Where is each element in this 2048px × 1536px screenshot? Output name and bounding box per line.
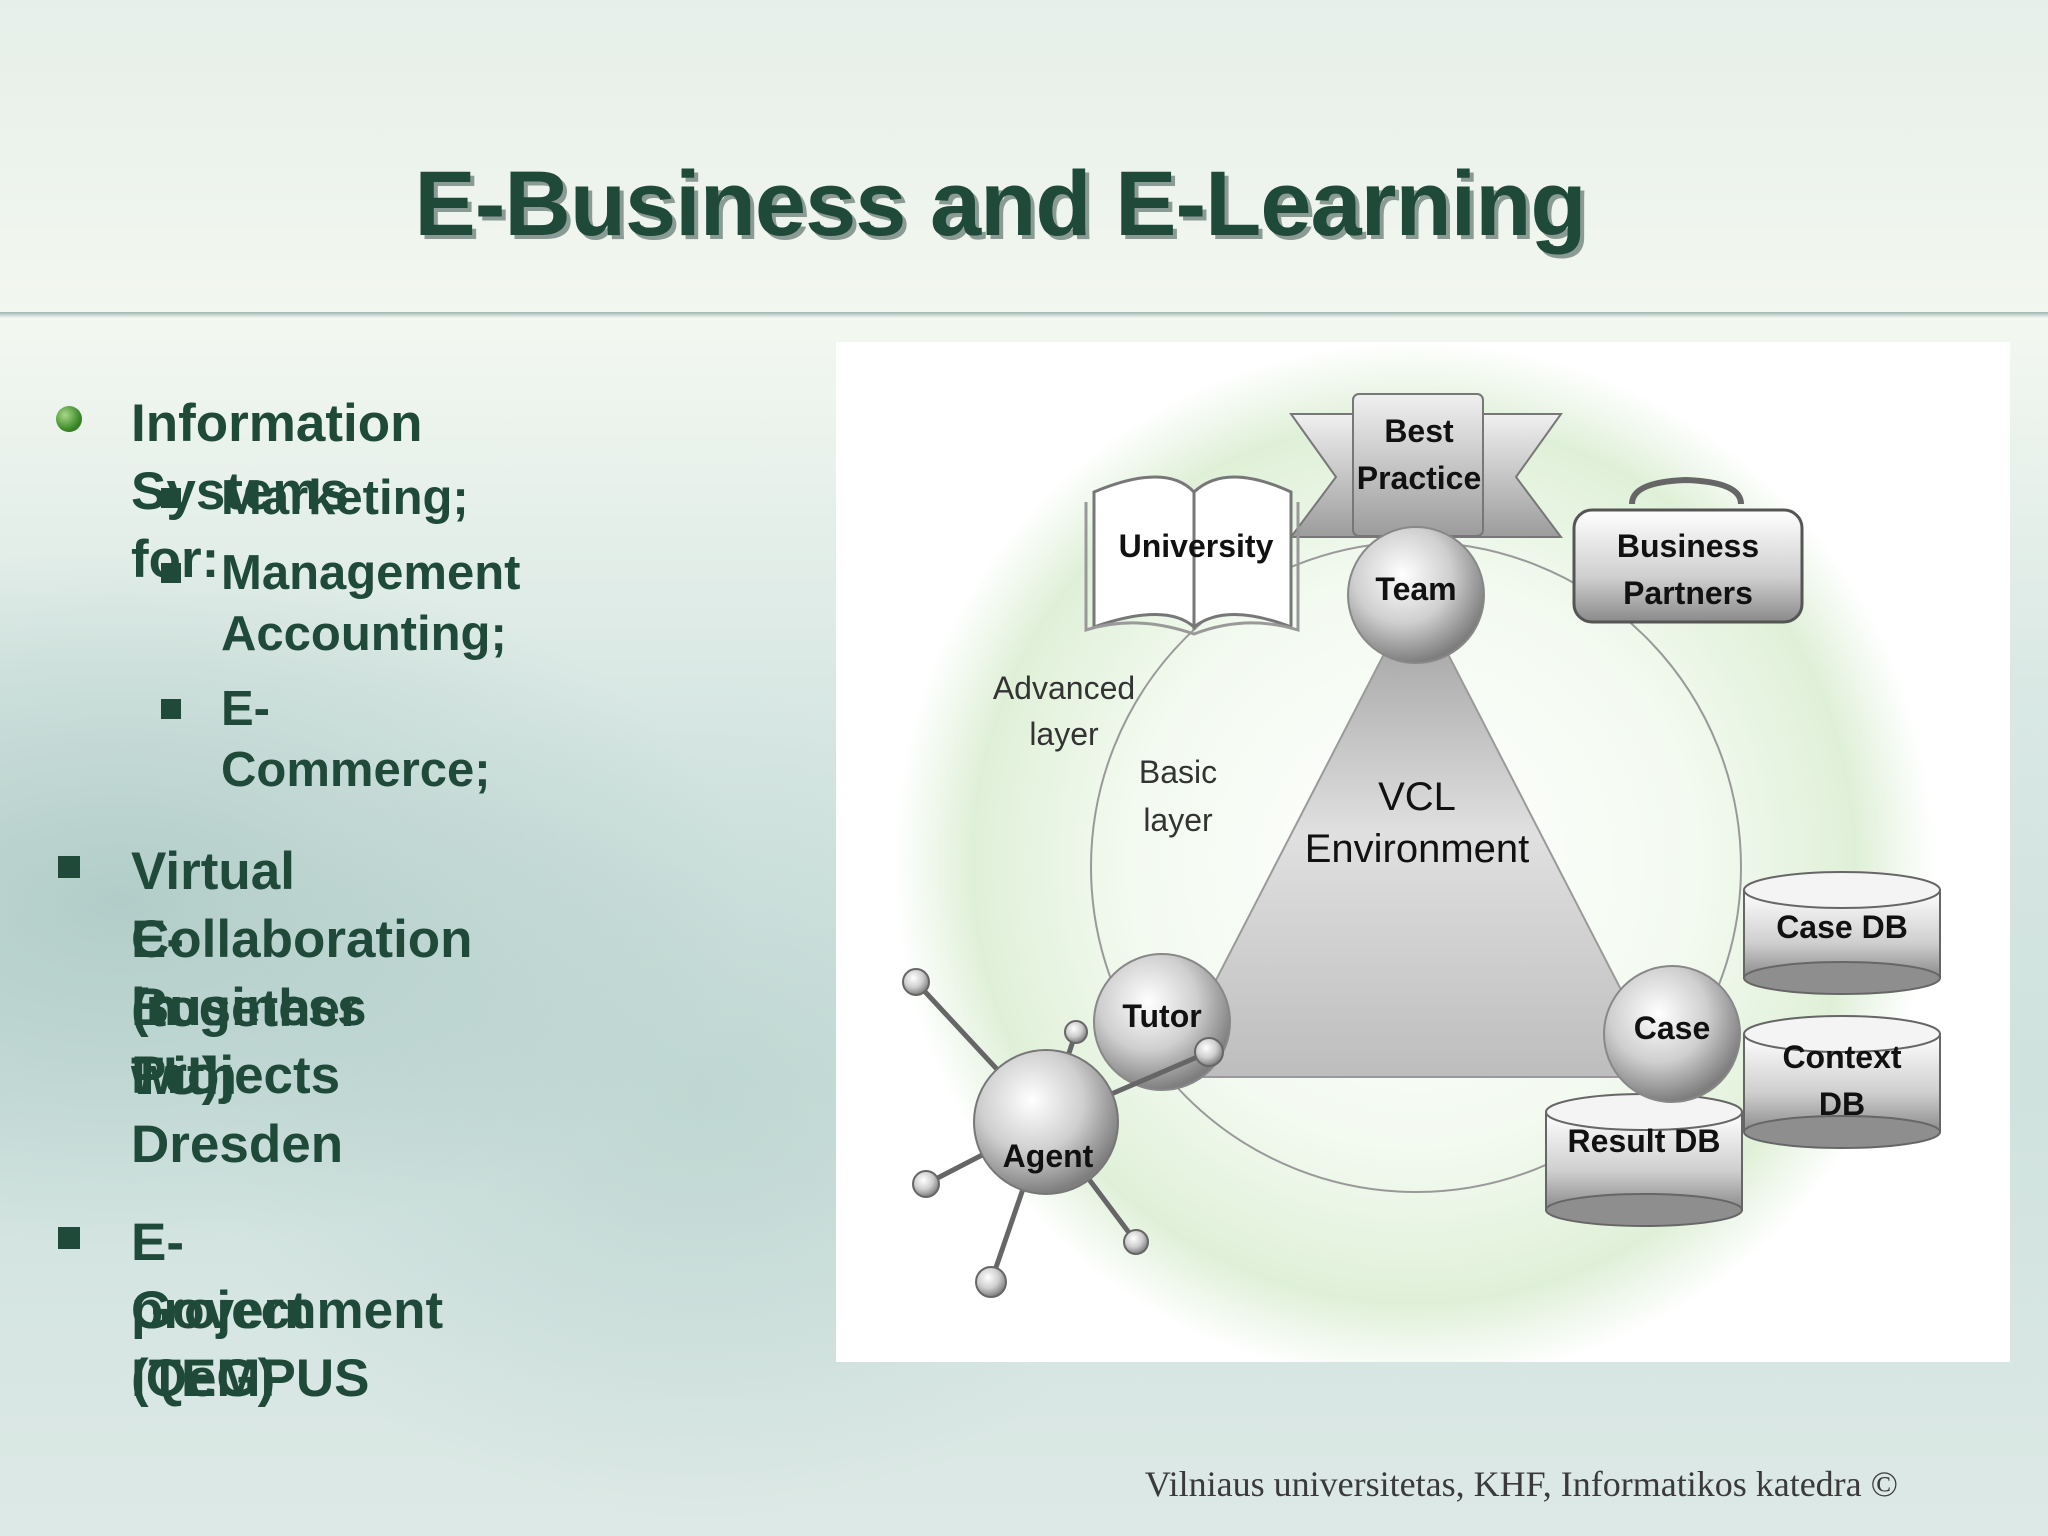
case-db-label: Case DB [1776,909,1908,945]
bullet-egov-line1: E-Government (TEMPUS [131,1213,444,1408]
context-db-cylinder [1743,1015,1941,1149]
case-db-cylinder [1743,871,1941,995]
result-db-label: Result DB [1568,1123,1721,1159]
best-practice-ribbon [1289,393,1563,538]
case-label: Case [1634,1010,1711,1046]
advanced-layer-label-line2: layer [1029,716,1099,752]
briefcase-icon [1572,476,1804,624]
tutor-label: Tutor [1122,998,1201,1034]
environment-label: Environment [1305,827,1530,871]
square-bullet-icon [58,856,80,878]
best-practice-label-line2: Practice [1357,460,1482,496]
title-divider [0,312,2048,318]
sub-bullet-ecommerce: E-Commerce; [221,682,491,797]
title-bar [0,0,2048,318]
book-icon [1084,475,1300,636]
bullet-virtual-collab-line4: TU); [131,1047,237,1106]
team-node [1347,526,1485,664]
basic-layer-label-line1: Basic [1139,754,1217,790]
bullet-egov-line2: project IQeG) [131,1281,308,1408]
vcl-triangle [1164,589,1668,1078]
sub-bullet-management: Management [221,546,521,600]
sub-bullet-marketing: Marketing; [221,471,469,525]
square-bullet-icon [58,1227,80,1249]
advanced-layer-label-line1: Advanced [993,670,1135,706]
best-practice-label-line1: Best [1384,413,1454,449]
agent-node [973,1049,1119,1195]
bullet-virtual-collab-line1: Virtual Collaboration in [131,842,473,1037]
university-label: University [1119,528,1274,564]
square-bullet-icon [161,563,181,583]
case-node [1603,965,1741,1103]
slide-footer: Vilniaus universitetas, KHF, Informatiko… [1144,1464,1898,1504]
context-db-label-line2: DB [1819,1086,1865,1122]
bullet-virtual-collab-line3: (together with Dresden [131,979,361,1174]
bullet-dot-icon [56,406,82,432]
vcl-diagram-svg: Best Practice University Business Partne… [894,342,1941,1382]
vcl-label: VCL [1378,775,1456,819]
square-bullet-icon [161,488,181,508]
sub-bullet-accounting: Accounting; [221,607,507,661]
square-bullet-icon [161,699,181,719]
basic-layer-label-line2: layer [1143,802,1213,838]
business-partners-label-line2: Partners [1623,575,1753,611]
business-partners-label-line1: Business [1617,528,1759,564]
vcl-diagram: Best Practice University Business Partne… [836,342,2010,1382]
bullet-virtual-collab-line2: E-Business Projects [131,910,367,1105]
context-db-label-line1: Context [1782,1039,1901,1075]
slide-title: E-Business and E-Learning [414,153,1586,255]
result-db-cylinder [1545,1093,1743,1227]
agent-label: Agent [1003,1138,1094,1174]
team-label: Team [1375,571,1456,607]
